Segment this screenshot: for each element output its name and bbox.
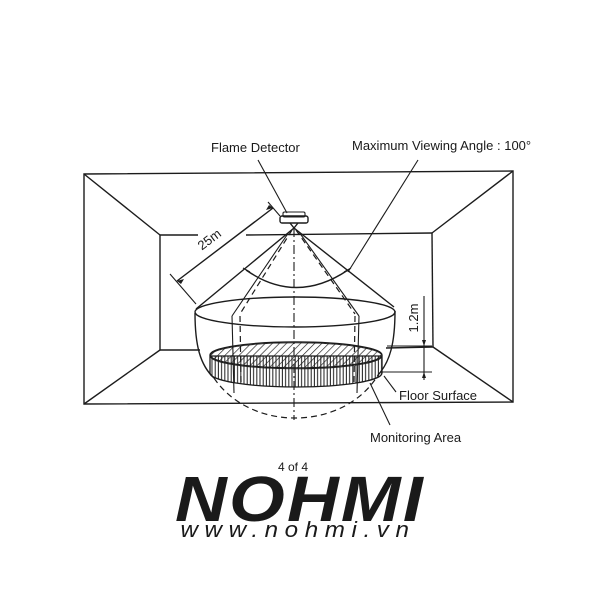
flame-detector-leader — [257, 159, 288, 214]
height-label: 1.2m — [406, 304, 421, 333]
height-dimension: 1.2m — [380, 296, 432, 380]
page-indicator: 4 of 4 — [278, 460, 308, 474]
watermark: NOHMI www.nohmi.vn — [175, 463, 425, 542]
monitoring-area-leader — [369, 382, 391, 426]
viewing-angle-leader — [347, 159, 419, 273]
watermark-url: www.nohmi.vn — [181, 517, 416, 542]
monitoring-area-label: Monitoring Area — [370, 430, 462, 445]
floor-surface-label: Floor Surface — [399, 388, 477, 403]
max-viewing-angle-label: Maximum Viewing Angle : 100° — [352, 138, 531, 153]
flame-detector-device — [279, 211, 309, 230]
floor-disc — [209, 341, 383, 388]
room-perspective — [83, 170, 514, 405]
floor-surface-leader — [383, 375, 397, 393]
flame-detector-label: Flame Detector — [211, 140, 301, 155]
watermark-logo: NOHMI — [175, 463, 425, 535]
